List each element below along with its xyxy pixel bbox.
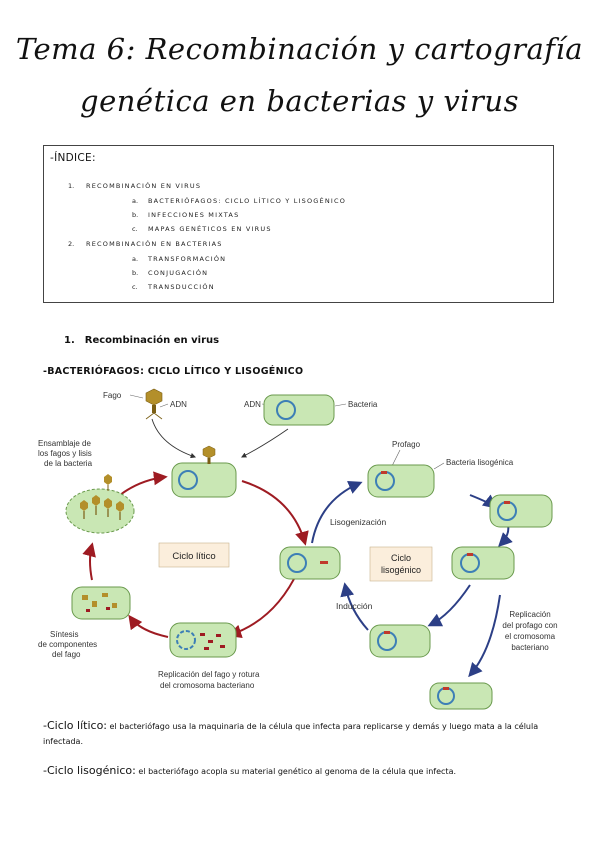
label-ensamblaje-2: los fagos y lisis: [38, 449, 92, 458]
label-bacteria-lisogenica: Bacteria lisogénica: [446, 458, 514, 467]
index-item: Recombinación en bacterias: [86, 240, 223, 248]
lytic-cycle-box: [158, 542, 230, 568]
label-lisogenizacion: Lisogenización: [330, 517, 387, 527]
label-replicacion-fago-2: del cromosoma bacteriano: [160, 681, 255, 690]
index-item-num: c.: [132, 283, 138, 291]
label-replicacion-fago-1: Replicación del fago y rotura: [158, 670, 260, 679]
bacteria-cell-replication: [169, 622, 237, 658]
index-item-num: a.: [132, 255, 139, 263]
label-ciclo-lisogenico-2: lisogénico: [381, 565, 421, 575]
bacteria-cell-right-4: [429, 682, 493, 710]
subheading: -BACTERIÓFAGOS: CICLO LÍTICO Y LISOGÉNIC…: [43, 366, 304, 377]
index-item: Transducción: [148, 283, 215, 291]
arrow-lytic: [119, 471, 168, 496]
bacteria-cell-lysogenic: [367, 464, 435, 498]
arrow-lysogenic: [311, 480, 363, 544]
index-heading: -ÍNDICE:: [50, 152, 96, 164]
dna-ring-icon: [276, 400, 296, 420]
section-title: Recombinación en virus: [84, 335, 220, 346]
arrow-lytic: [227, 570, 299, 639]
label-ciclo-litico: Ciclo lítico: [172, 551, 215, 562]
index-item-num: b.: [132, 211, 139, 219]
bacteria-cell-synthesis: [71, 586, 131, 620]
arrow-lytic: [241, 480, 309, 546]
label-profago: Profago: [392, 440, 421, 449]
index-item: Bacteriófagos: ciclo lítico y lisogénico: [148, 197, 347, 205]
label-adn-1: ADN: [170, 400, 187, 409]
label-ciclo-lisogenico-1: Ciclo: [391, 553, 411, 563]
title-line-1: Tema 6: Recombinación y cartografía: [15, 32, 584, 66]
lysed-cell: [65, 474, 135, 534]
arrow-lysogenic: [340, 582, 369, 631]
label-replicacion-profago-4: bacteriano: [511, 643, 549, 652]
index-item: Mapas genéticos en virus: [148, 225, 272, 233]
bacteria-cell-top: [263, 394, 335, 426]
paragraph-ciclo-lisogenico: -Ciclo lisogénico: el bacteriófago acopl…: [43, 763, 568, 779]
index-item: Conjugación: [148, 269, 209, 277]
index-item-num: 1.: [68, 182, 75, 190]
index-item-num: 2.: [68, 240, 75, 248]
phage-cycle-diagram: Fago ADN ADN Bacteria: [38, 388, 558, 710]
phage-icon: [145, 388, 163, 420]
section-heading: 1. Recombinación en virus: [64, 335, 219, 346]
paragraph-lead: -Ciclo lítico:: [43, 719, 108, 732]
arrow-lytic: [82, 542, 96, 581]
label-bacteria: Bacteria: [348, 400, 378, 409]
paragraph-text: el bacteriófago usa la maquinaria de la …: [43, 722, 539, 746]
title-line-2: genética en bacterias y virus: [80, 84, 519, 118]
index-item: Transformación: [148, 255, 227, 263]
paragraph-ciclo-litico: -Ciclo lítico: el bacteriófago usa la ma…: [43, 718, 568, 749]
index-item: Infecciones mixtas: [148, 211, 240, 219]
label-adn-2: ADN: [244, 400, 261, 409]
label-ensamblaje-3: de la bacteria: [44, 459, 93, 468]
label-replicacion-profago-3: el cromosoma: [505, 632, 556, 641]
label-fago: Fago: [103, 391, 122, 400]
index-item: Recombinación en virus: [86, 182, 202, 190]
index-item-num: b.: [132, 269, 139, 277]
lysogenic-cycle-box: [369, 546, 433, 582]
paragraph-text: el bacteriófago acopla su material genét…: [135, 767, 457, 776]
phage-icon: [202, 445, 216, 464]
label-sintesis-1: Síntesis: [50, 630, 78, 639]
label-replicacion-profago-1: Replicación: [509, 610, 550, 619]
index-item-num: a.: [132, 197, 139, 205]
label-ensamblaje-1: Ensamblaje de: [38, 439, 91, 448]
label-sintesis-3: del fago: [52, 650, 81, 659]
paragraph-lead: -Ciclo lisogénico:: [43, 764, 136, 777]
label-sintesis-2: de componentes: [38, 640, 97, 649]
label-replicacion-profago-2: del profago con: [502, 621, 557, 630]
label-induccion: Inducción: [336, 601, 373, 611]
bacteria-cell-infected: [171, 462, 237, 498]
bacteria-cell-right-1: [489, 494, 553, 528]
arrow-lytic: [128, 614, 169, 638]
index-box: -ÍNDICE: 1. Recombinación en virus a. Ba…: [43, 145, 554, 303]
index-item-num: c.: [132, 225, 138, 233]
section-number: 1.: [64, 335, 75, 346]
